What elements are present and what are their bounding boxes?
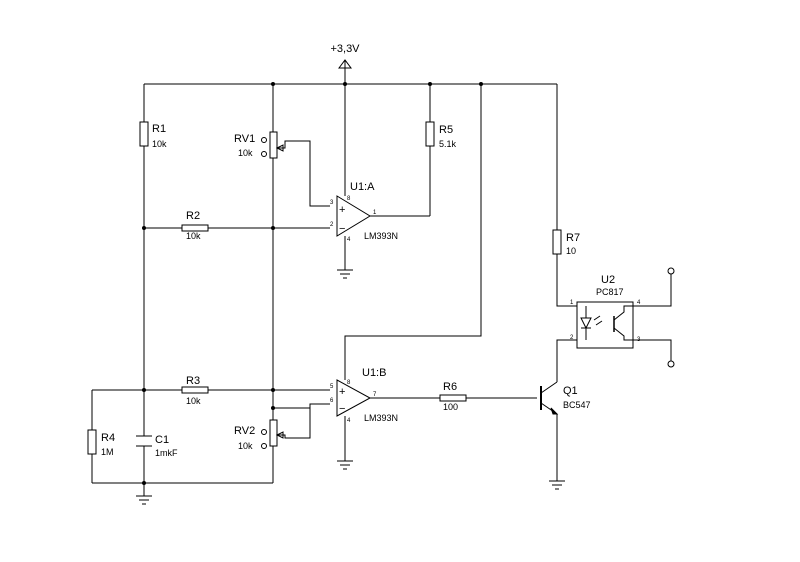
capacitor-c1: C1 1mkF — [136, 390, 178, 483]
resistor-r2: R2 10k — [144, 210, 330, 241]
supply-label: +3,3V — [330, 43, 360, 55]
resistor-r5: R5 5.1k — [425, 84, 457, 216]
u1b-pin-plus: 5 — [330, 384, 334, 390]
r1-ref: R1 — [152, 123, 166, 135]
resistor-r7: R7 10 — [552, 84, 580, 307]
q1-value: BC547 — [563, 400, 591, 410]
comparator-u1b: U1:B LM393N + − 5 6 7 8 4 — [330, 367, 537, 461]
rv1-ref: RV1 — [234, 133, 255, 145]
transistor-q1: Q1 BC547 — [540, 381, 591, 415]
u1a-plus-symbol: + — [339, 204, 345, 216]
r5-value: 5.1k — [439, 139, 457, 149]
r7-ref: R7 — [566, 232, 580, 244]
u1a-ref: U1:A — [350, 181, 375, 193]
resistor-r4: R4 1M — [87, 390, 115, 483]
u2-ref: U2 — [601, 274, 615, 286]
ground-symbol-left — [136, 483, 152, 505]
u1b-pin-gnd: 4 — [347, 418, 351, 424]
resistor-r1: R1 10k — [139, 84, 167, 228]
u1b-minus-symbol: − — [339, 403, 345, 415]
rv2-ref: RV2 — [234, 425, 255, 437]
u1a-pin-gnd: 4 — [347, 237, 351, 243]
c1-value: 1mkF — [155, 448, 178, 458]
u1a-pin-vcc: 8 — [347, 196, 351, 202]
c1-ref: C1 — [155, 434, 169, 446]
u1a-value: LM393N — [364, 231, 398, 241]
ground-symbol-u1b — [337, 460, 353, 470]
r7-value: 10 — [566, 246, 576, 256]
u1b-pin-out: 7 — [373, 392, 377, 398]
u2-value: PC817 — [596, 287, 624, 297]
u1b-ref: U1:B — [362, 367, 386, 379]
supply-rail: +3,3V — [144, 43, 557, 196]
u1b-pin-vcc: 8 — [347, 380, 351, 386]
u2-pin-anode: 1 — [570, 300, 574, 306]
u1b-plus-symbol: + — [339, 386, 345, 398]
comparator-u1a: U1:A LM393N + − 3 2 1 8 4 — [330, 181, 430, 270]
ground-symbol-u1a — [337, 269, 353, 279]
u1b-value: LM393N — [364, 413, 398, 423]
potentiometer-rv1: RV1 10k — [234, 131, 330, 207]
ground-symbol-q1 — [549, 480, 565, 490]
r3-ref: R3 — [186, 375, 200, 387]
resistor-r6: R6 100 — [439, 381, 467, 412]
rv2-value: 10k — [238, 441, 253, 451]
u2-pin-cathode: 2 — [570, 335, 574, 341]
r1-value: 10k — [152, 139, 167, 149]
u1b-pin-minus: 6 — [330, 398, 334, 404]
u1a-pin-plus: 3 — [330, 200, 334, 206]
u2-pin-collector: 4 — [637, 300, 641, 306]
junction-dots — [142, 82, 483, 485]
r2-ref: R2 — [186, 210, 200, 222]
optocoupler-u2: U2 PC817 1 2 4 3 — [570, 274, 641, 349]
r6-value: 100 — [443, 402, 458, 412]
u1a-pin-minus: 2 — [330, 222, 334, 228]
potentiometer-rv2: RV2 10k — [234, 403, 330, 451]
output-terminals — [633, 267, 675, 368]
r3-value: 10k — [186, 396, 201, 406]
u1a-minus-symbol: − — [339, 223, 345, 235]
r4-ref: R4 — [101, 432, 115, 444]
u1a-pin-out: 1 — [373, 210, 377, 216]
r5-ref: R5 — [439, 124, 453, 136]
r2-value: 10k — [186, 231, 201, 241]
r4-value: 1M — [101, 447, 114, 457]
r6-ref: R6 — [443, 381, 457, 393]
rv1-value: 10k — [238, 148, 253, 158]
resistor-r3: R3 10k — [144, 375, 330, 406]
q1-ref: Q1 — [563, 385, 578, 397]
